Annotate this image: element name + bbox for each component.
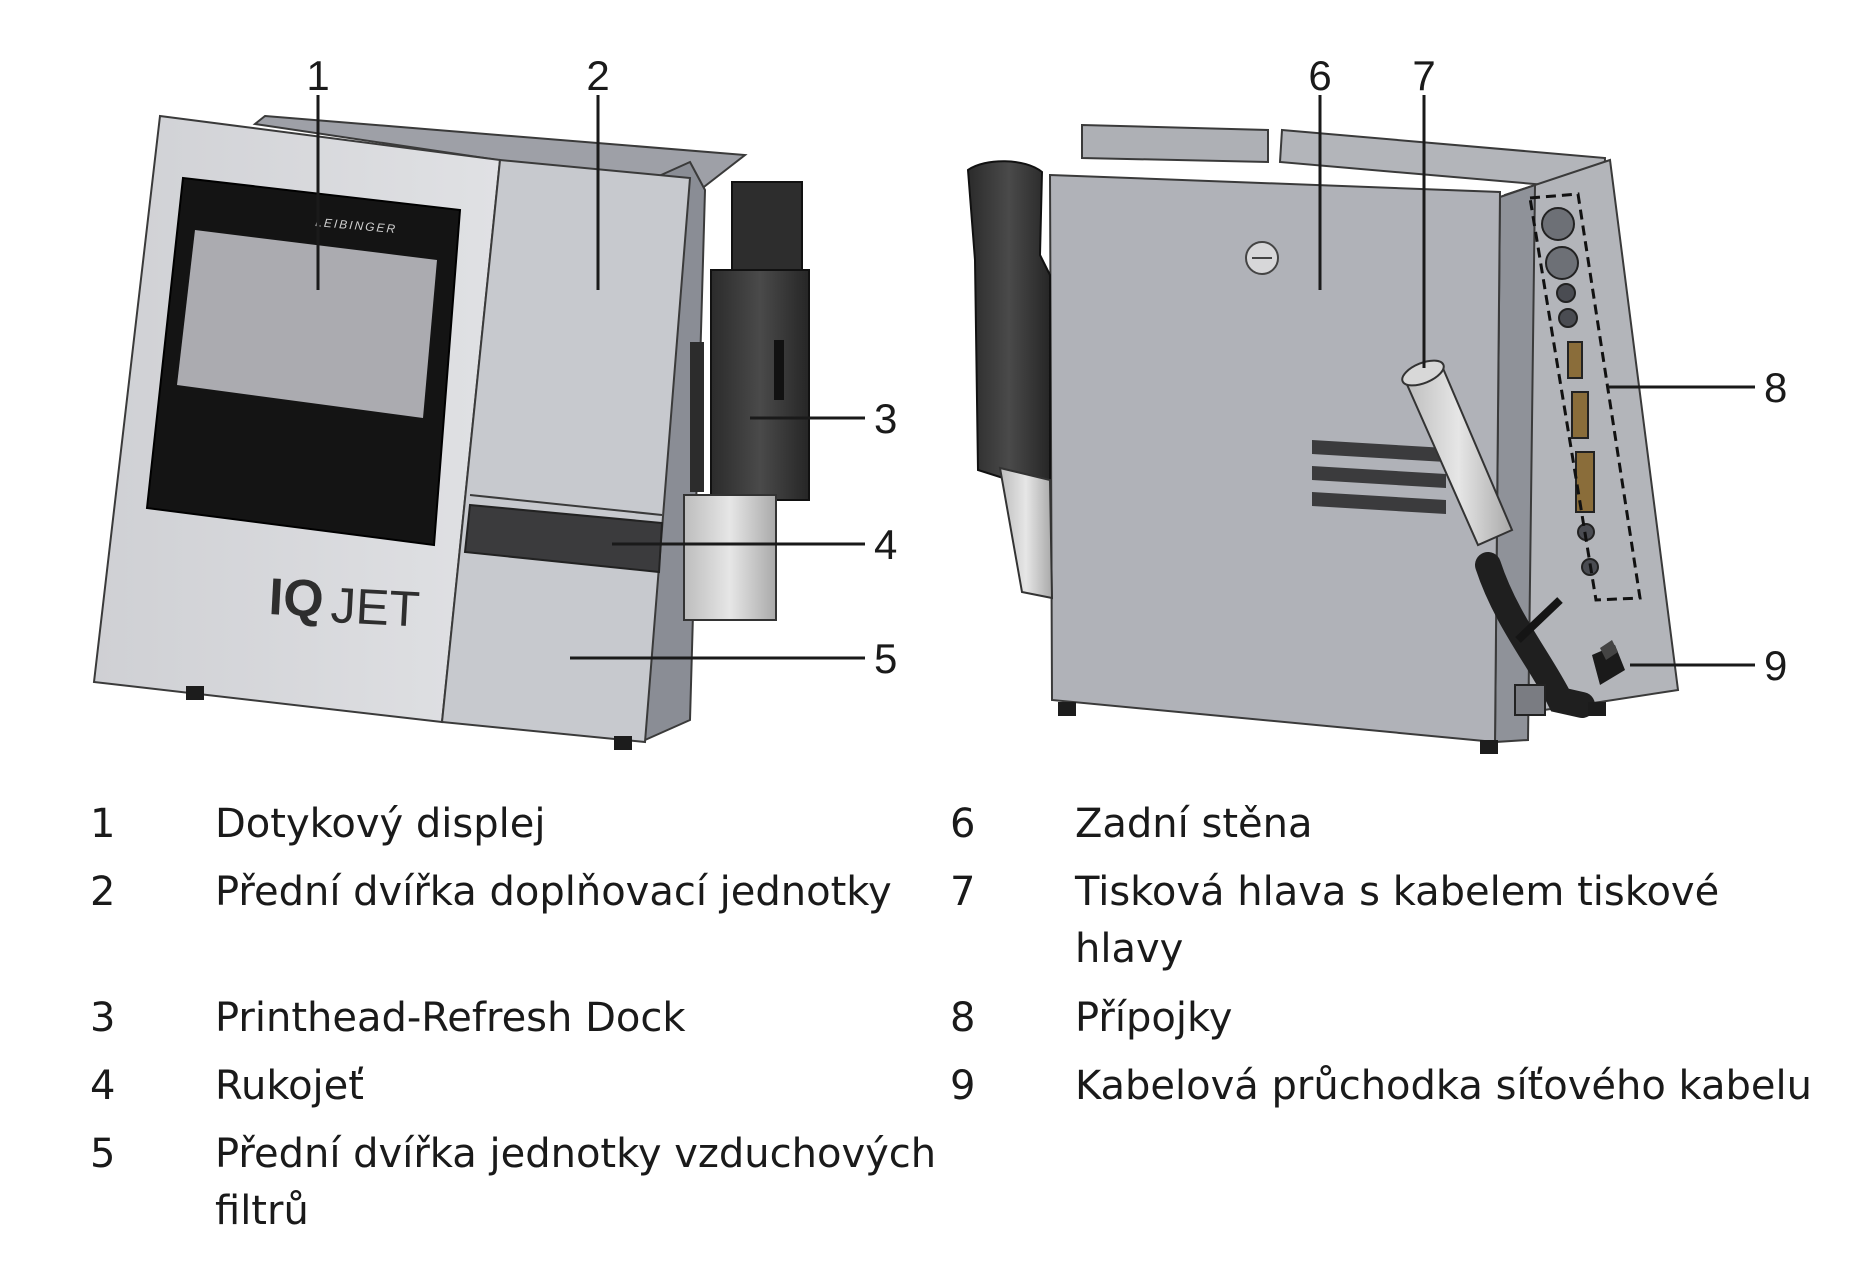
touch-display-screen (177, 230, 437, 418)
jet-logo-text: JET (329, 577, 421, 638)
callout-2: 2 (586, 52, 609, 99)
connector-small-1 (1556, 283, 1576, 303)
front-view: LEIBINGER IQ JET (92, 114, 810, 750)
legend-label: Tisková hlava s kabelem tiskové (1075, 869, 1720, 915)
connector-dsub-3 (1575, 451, 1595, 513)
callout-9: 9 (1764, 642, 1787, 689)
rear-foot-right (1588, 702, 1606, 716)
callout-7: 7 (1412, 52, 1435, 99)
legend-number: 7 (950, 869, 976, 915)
rear-top-lid-left (1081, 123, 1269, 164)
legend-number: 9 (950, 1063, 976, 1109)
legend-number: 3 (90, 995, 116, 1041)
device-illustration: LEIBINGER IQ JET (92, 52, 1787, 754)
legend-label: Přední dvířka jednotky vzduchových (215, 1131, 937, 1177)
legend-number: 4 (90, 1063, 116, 1109)
callout-6: 6 (1308, 52, 1331, 99)
legend-label: Přípojky (1075, 995, 1233, 1041)
legend-label-continued: hlavy (1075, 926, 1184, 972)
legend-label: Kabelová průchodka síťového kabelu (1075, 1063, 1812, 1109)
front-foot-left (186, 686, 204, 700)
front-door-column (440, 158, 692, 744)
front-foot-right (614, 736, 632, 750)
legend-number: 2 (90, 869, 116, 915)
legend-number: 8 (950, 995, 976, 1041)
callout-4: 4 (874, 521, 897, 568)
connector-dsub-1 (1567, 341, 1583, 379)
connector-panel (1528, 192, 1642, 602)
connector-small-2 (1558, 308, 1578, 328)
rear-foot-middle (1480, 740, 1498, 754)
rear-foot-left (1058, 702, 1076, 716)
connectors-highlight-box (1528, 192, 1642, 602)
printhead-refresh-dock (683, 181, 810, 621)
legend-label: Zadní stěna (1075, 801, 1313, 847)
legend-label: Přední dvířka doplňovací jednotky (215, 869, 892, 915)
legend-label: Rukojeť (215, 1063, 364, 1109)
rear-hose (966, 160, 1054, 600)
legend-label: Printhead-Refresh Dock (215, 995, 686, 1041)
legend-number: 6 (950, 801, 976, 847)
connector-dsub-2 (1571, 391, 1589, 439)
handle (463, 503, 664, 574)
legend-number: 5 (90, 1131, 116, 1177)
printhead-with-cable (1401, 359, 1595, 718)
callout-8: 8 (1764, 364, 1787, 411)
legend-label-continued: filtrů (215, 1188, 309, 1234)
callout-numbers: 1 2 3 4 5 6 7 8 9 (306, 52, 1787, 689)
callout-1: 1 (306, 52, 329, 99)
callout-leaders (316, 95, 1755, 667)
rear-vent-slot-3 (1312, 492, 1446, 514)
rear-view (966, 123, 1680, 754)
callout-3: 3 (874, 395, 897, 442)
rear-vent-slot-1 (1312, 440, 1446, 462)
power-cable-gland (1592, 640, 1625, 685)
iq-logo-mark: IQ (267, 568, 325, 629)
legend-label: Dotykový displej (215, 801, 546, 847)
legend-number: 1 (90, 801, 116, 847)
connector-round-2 (1545, 246, 1579, 280)
callout-5: 5 (874, 635, 897, 682)
connector-round-1 (1541, 207, 1575, 241)
rear-vent-slot-2 (1312, 466, 1446, 488)
